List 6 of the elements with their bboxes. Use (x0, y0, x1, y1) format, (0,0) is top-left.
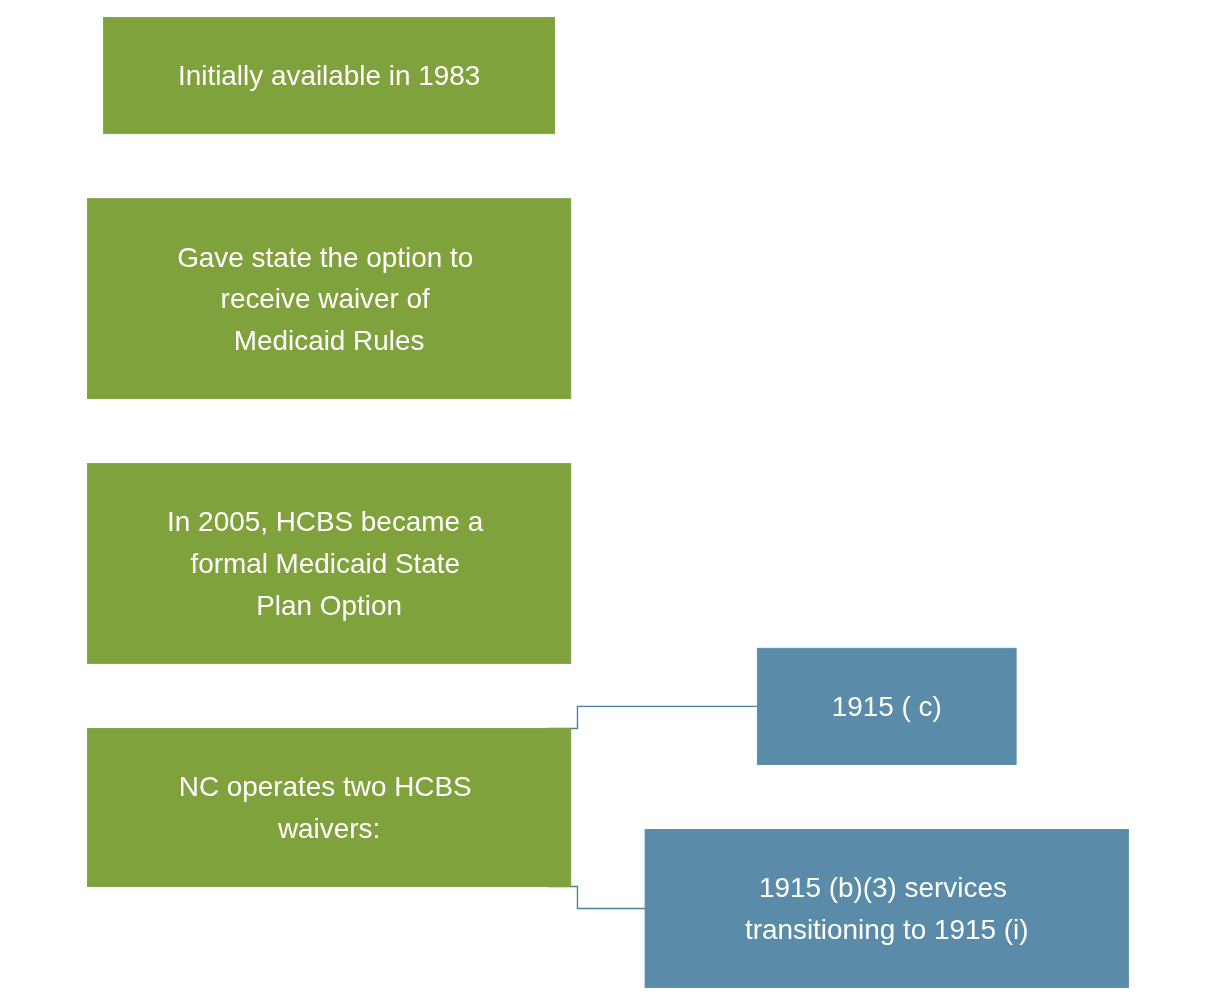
node-box: NC operates two HCBS waivers: (86, 728, 571, 887)
node-box: In 2005, HCBS became a formal Medicaid State Plan Option (86, 463, 571, 664)
node-box: 1915 ( c) (756, 647, 1017, 765)
node-box: 1915 (b)(3) services transitioning to 1915 (i) (644, 829, 1129, 988)
node-box: Gave state the option to receive waiver of Medicaid Rules (86, 198, 571, 399)
node-box: Initially available in 1983 (102, 16, 555, 135)
